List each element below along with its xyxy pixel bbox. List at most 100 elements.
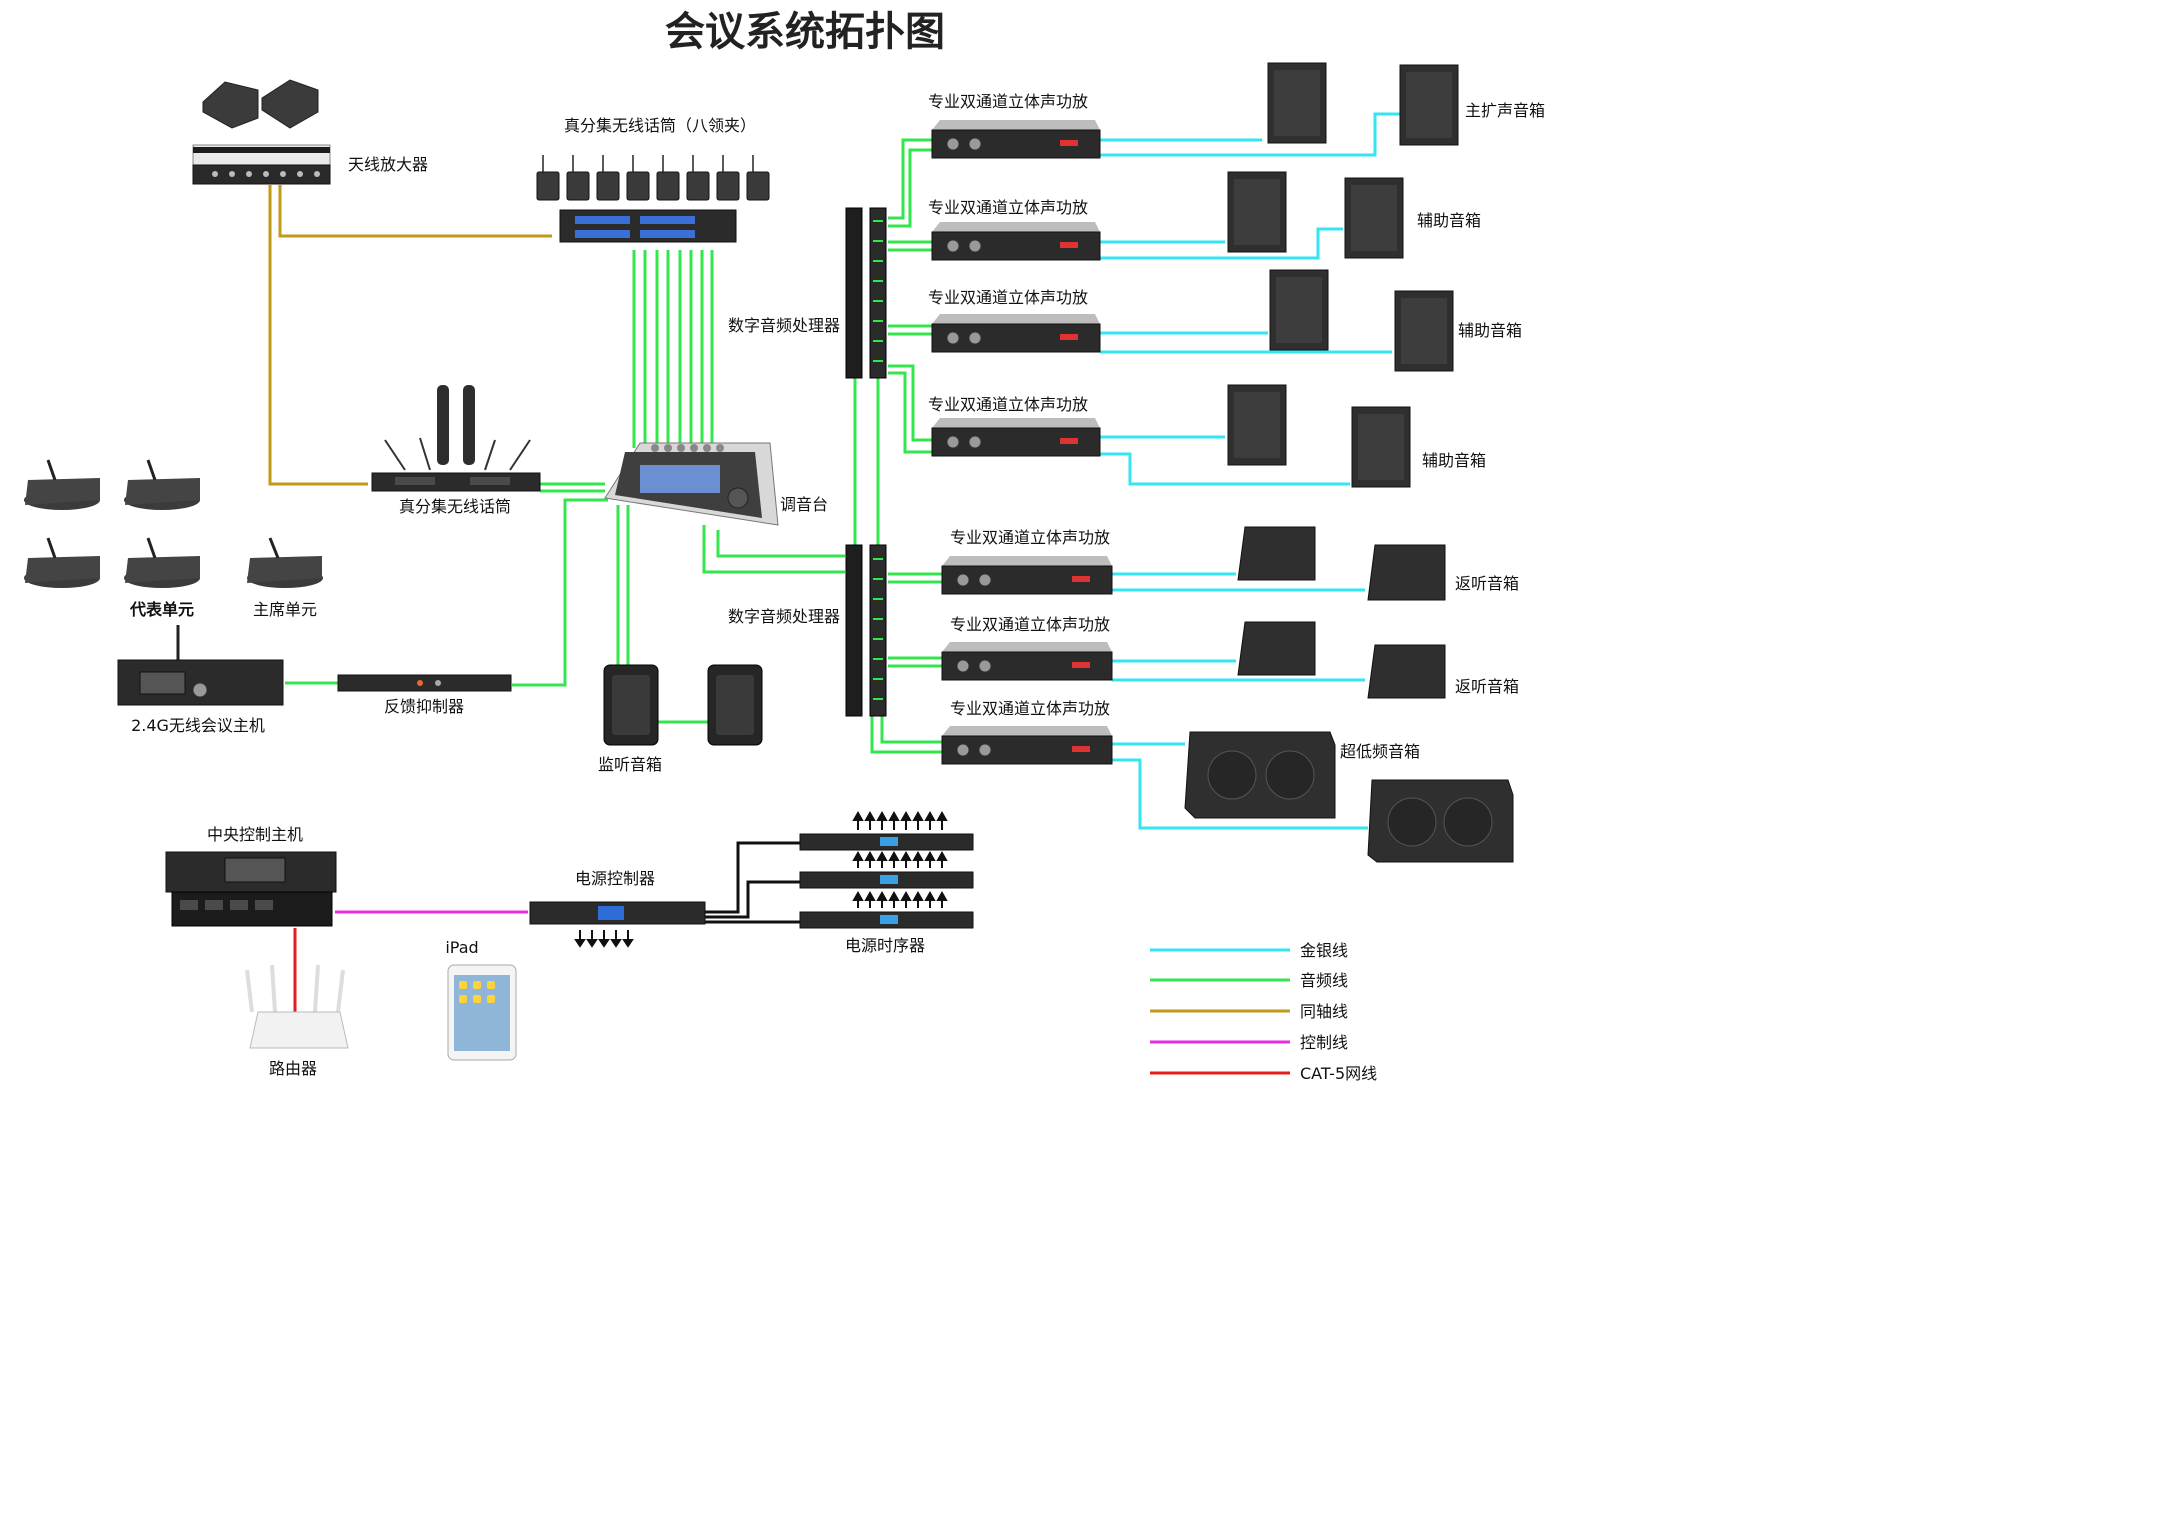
stage-monitor-1a: [1237, 526, 1316, 581]
power-sequencer-3: [799, 890, 974, 929]
mixer-label: 调音台: [780, 495, 828, 514]
delegate-unit-4: [124, 537, 200, 588]
main-speaker-label: 主扩声音箱: [1465, 101, 1545, 120]
chairman-unit: [247, 537, 323, 588]
antenna-left-icon: [202, 81, 259, 129]
power-sequencer-2: [799, 850, 974, 889]
audio-dsp1-to-amp1-a: [888, 138, 932, 220]
aux-speaker-2a: [1269, 269, 1329, 351]
power-cables: [705, 841, 800, 924]
legend-label: 控制线: [1300, 1033, 1348, 1052]
silver-amp2-b: [1100, 227, 1343, 260]
amp-2: [931, 222, 1101, 261]
audio-dsp1-to-amp4-b: [888, 371, 932, 454]
monitor-speaker-1: [603, 664, 659, 746]
aux-speaker-3a: [1227, 384, 1287, 466]
central-control-host: [165, 851, 337, 927]
power-sequencer-1: [799, 810, 974, 851]
legend-item: CAT-5网线: [1150, 1064, 1377, 1083]
legend-label: CAT-5网线: [1300, 1064, 1377, 1083]
legend: 金银线 音频线 同轴线 控制线 CAT-5网线: [1150, 941, 1377, 1083]
delegate-units: [24, 459, 200, 588]
audio-feedback-to-mixer: [512, 498, 608, 687]
router-label: 路由器: [269, 1059, 317, 1078]
subwoofer-1: [1184, 731, 1336, 819]
coax-cables: [268, 185, 552, 486]
amp-5-label: 专业双通道立体声功放: [950, 528, 1110, 547]
feedback-suppressor-label: 反馈抑制器: [384, 697, 464, 716]
amp-7-label: 专业双通道立体声功放: [950, 699, 1110, 718]
aux-speaker-label-2: 辅助音箱: [1458, 321, 1522, 340]
main-speaker-2: [1399, 64, 1459, 146]
audio-dsp1-to-amp4-a: [888, 364, 932, 442]
amp-3: [931, 314, 1101, 353]
aux-speaker-1a: [1227, 171, 1287, 253]
wireless-mic-8-lapel: [536, 155, 770, 243]
subwoofer-label: 超低频音箱: [1340, 742, 1420, 761]
stage-monitor-label-2: 返听音箱: [1455, 677, 1519, 696]
antenna-amplifier: [192, 79, 331, 185]
audio-mixer-to-dsp2-a: [702, 525, 845, 574]
main-speaker-1: [1267, 62, 1327, 144]
dsp-1-label: 数字音频处理器: [728, 316, 840, 335]
power-to-seq2: [705, 880, 800, 919]
topology-diagram: 会议系统拓扑图: [24, 9, 1545, 1083]
wireless-mic-receiver: [371, 385, 541, 492]
stage-monitor-1b: [1367, 544, 1446, 601]
stage-monitor-label-1: 返听音箱: [1455, 574, 1519, 593]
router: [245, 964, 349, 1049]
delegate-unit-label: 代表单元: [129, 600, 194, 619]
amp-4: [931, 418, 1101, 457]
audio-mixer-to-dsp2-b: [716, 530, 845, 558]
aux-speaker-1b: [1344, 177, 1404, 259]
delegate-unit-1: [24, 459, 100, 510]
amp-6: [941, 642, 1113, 681]
aux-speaker-3b: [1351, 406, 1411, 488]
amp-4-label: 专业双通道立体声功放: [928, 395, 1088, 414]
amp-6-label: 专业双通道立体声功放: [950, 615, 1110, 634]
dsp-2: [845, 544, 887, 717]
antenna-right-icon: [261, 79, 319, 129]
aux-speaker-2b: [1394, 290, 1454, 372]
conference-host: [117, 625, 284, 706]
audio-cables: [285, 138, 942, 754]
amp-1: [931, 120, 1101, 159]
amp-3-label: 专业双通道立体声功放: [928, 288, 1088, 307]
central-control-label: 中央控制主机: [207, 825, 303, 844]
dsp-2-label: 数字音频处理器: [728, 607, 840, 626]
subwoofer-2: [1367, 779, 1514, 863]
audio-dsp2-to-amp7-b: [880, 716, 942, 744]
mixer: [604, 442, 779, 526]
legend-label: 音频线: [1300, 971, 1348, 990]
aux-speaker-label-3: 辅助音箱: [1422, 451, 1486, 470]
legend-item: 音频线: [1150, 971, 1348, 990]
amp-2-label: 专业双通道立体声功放: [928, 198, 1088, 217]
wireless-mic-label: 真分集无线话筒: [399, 497, 511, 516]
legend-label: 同轴线: [1300, 1002, 1348, 1021]
monitor-speaker-label: 监听音箱: [598, 755, 662, 774]
stage-monitor-2a: [1237, 621, 1316, 676]
aux-speaker-label-1: 辅助音箱: [1417, 211, 1481, 230]
amp-1-label: 专业双通道立体声功放: [928, 92, 1088, 111]
legend-item: 同轴线: [1150, 1002, 1348, 1021]
power-sequencer-label: 电源时序器: [845, 936, 925, 955]
silver-amp1-b: [1100, 112, 1400, 157]
silver-amp4-b: [1100, 452, 1350, 486]
delegate-unit-3: [24, 537, 100, 588]
feedback-suppressor: [337, 674, 512, 692]
diagram-title: 会议系统拓扑图: [665, 9, 945, 55]
silver-cables: [1100, 112, 1400, 830]
coax-antenna-to-mic: [268, 185, 368, 486]
monitor-speaker-2: [707, 664, 763, 746]
power-controller-label: 电源控制器: [575, 869, 655, 888]
ipad-label: iPad: [445, 938, 478, 957]
power-controller: [529, 901, 706, 948]
amp-5: [941, 556, 1113, 595]
conference-host-label: 2.4G无线会议主机: [131, 716, 265, 735]
antenna-amplifier-label: 天线放大器: [348, 155, 428, 174]
wireless-mic-8-label: 真分集无线话筒（八领夹）: [564, 116, 756, 135]
dsp-1: [845, 207, 887, 379]
silver-amp7-b: [1112, 758, 1368, 830]
audio-dsp2-to-amp7-a: [870, 716, 942, 754]
delegate-unit-2: [124, 459, 200, 510]
